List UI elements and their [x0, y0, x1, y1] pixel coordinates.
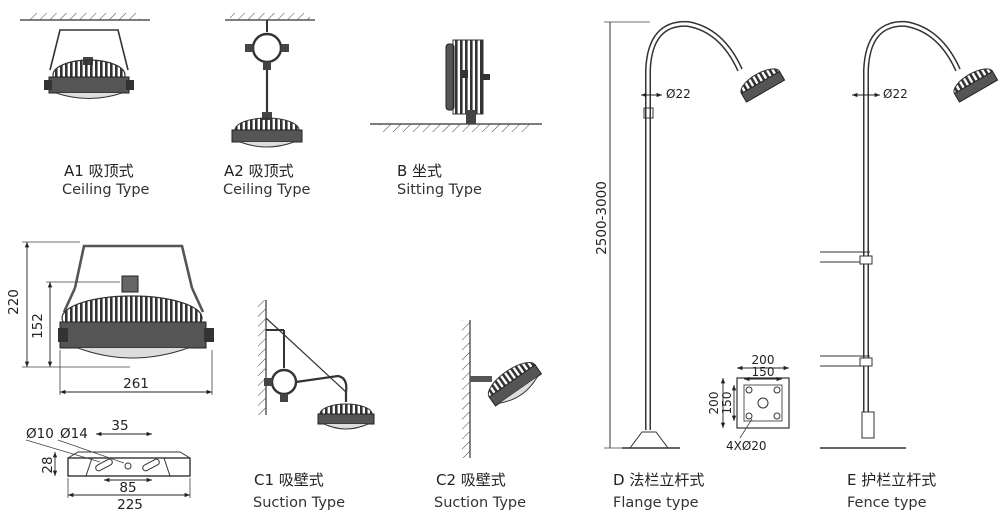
caption-d-code: D 法栏立杆式: [613, 471, 705, 489]
a2-pendant-lamp: [225, 13, 315, 148]
e-fence-pole: [820, 20, 999, 449]
caption-a1-code: A1 吸顶式: [64, 162, 134, 180]
dim-hole-large: Ø14: [60, 426, 88, 442]
caption-c2-code: C2 吸壁式: [436, 471, 506, 489]
dim-height-total: 220: [6, 289, 22, 315]
dim-hole-small: Ø10: [26, 426, 54, 442]
caption-b-code: B 坐式: [397, 162, 443, 180]
dim-flange-outer-v: 200: [707, 392, 721, 415]
dim-width: 261: [123, 376, 149, 392]
caption-a2-type: Ceiling Type: [223, 182, 311, 198]
caption-d-type: Flange type: [613, 495, 699, 511]
caption-c1-code: C1 吸壁式: [254, 471, 324, 489]
dim-bracket-spacing: 35: [111, 418, 128, 434]
dim-pole-diameter-d: Ø22: [666, 87, 691, 101]
caption-a2-code: A2 吸顶式: [224, 162, 294, 180]
dim-flange-inner-v: 150: [720, 392, 734, 415]
flange-plate-detail: [720, 365, 790, 439]
caption-e-type: Fence type: [847, 495, 927, 511]
b-sitting-lamp: [370, 39, 542, 132]
d-flange-pole: [604, 20, 786, 449]
dim-bracket-length: 225: [117, 497, 143, 513]
dim-flange-inner: 150: [752, 365, 775, 379]
caption-c2-type: Suction Type: [434, 495, 527, 511]
caption-a1-type: Ceiling Type: [62, 182, 150, 198]
caption-c1-type: Suction Type: [253, 495, 346, 511]
c1-wall-lamp: [258, 300, 375, 430]
dim-pole-diameter-e: Ø22: [883, 87, 908, 101]
caption-b-type: Sitting Type: [397, 182, 482, 198]
c2-wall-lamp: [462, 320, 543, 458]
lamp-front-dimension-view: [22, 241, 214, 395]
caption-e-code: E 护栏立杆式: [847, 471, 937, 489]
mounting-bracket-detail: [25, 431, 191, 498]
a1-ceiling-lamp: [20, 13, 150, 99]
dim-bracket-height: 28: [40, 456, 56, 473]
dim-bracket-inner: 85: [119, 480, 136, 496]
dim-flange-holes: 4XØ20: [726, 439, 767, 453]
dim-flange-outer: 200: [752, 353, 775, 367]
dim-height-body: 152: [30, 313, 46, 339]
dim-pole-height: 2500-3000: [594, 181, 610, 255]
